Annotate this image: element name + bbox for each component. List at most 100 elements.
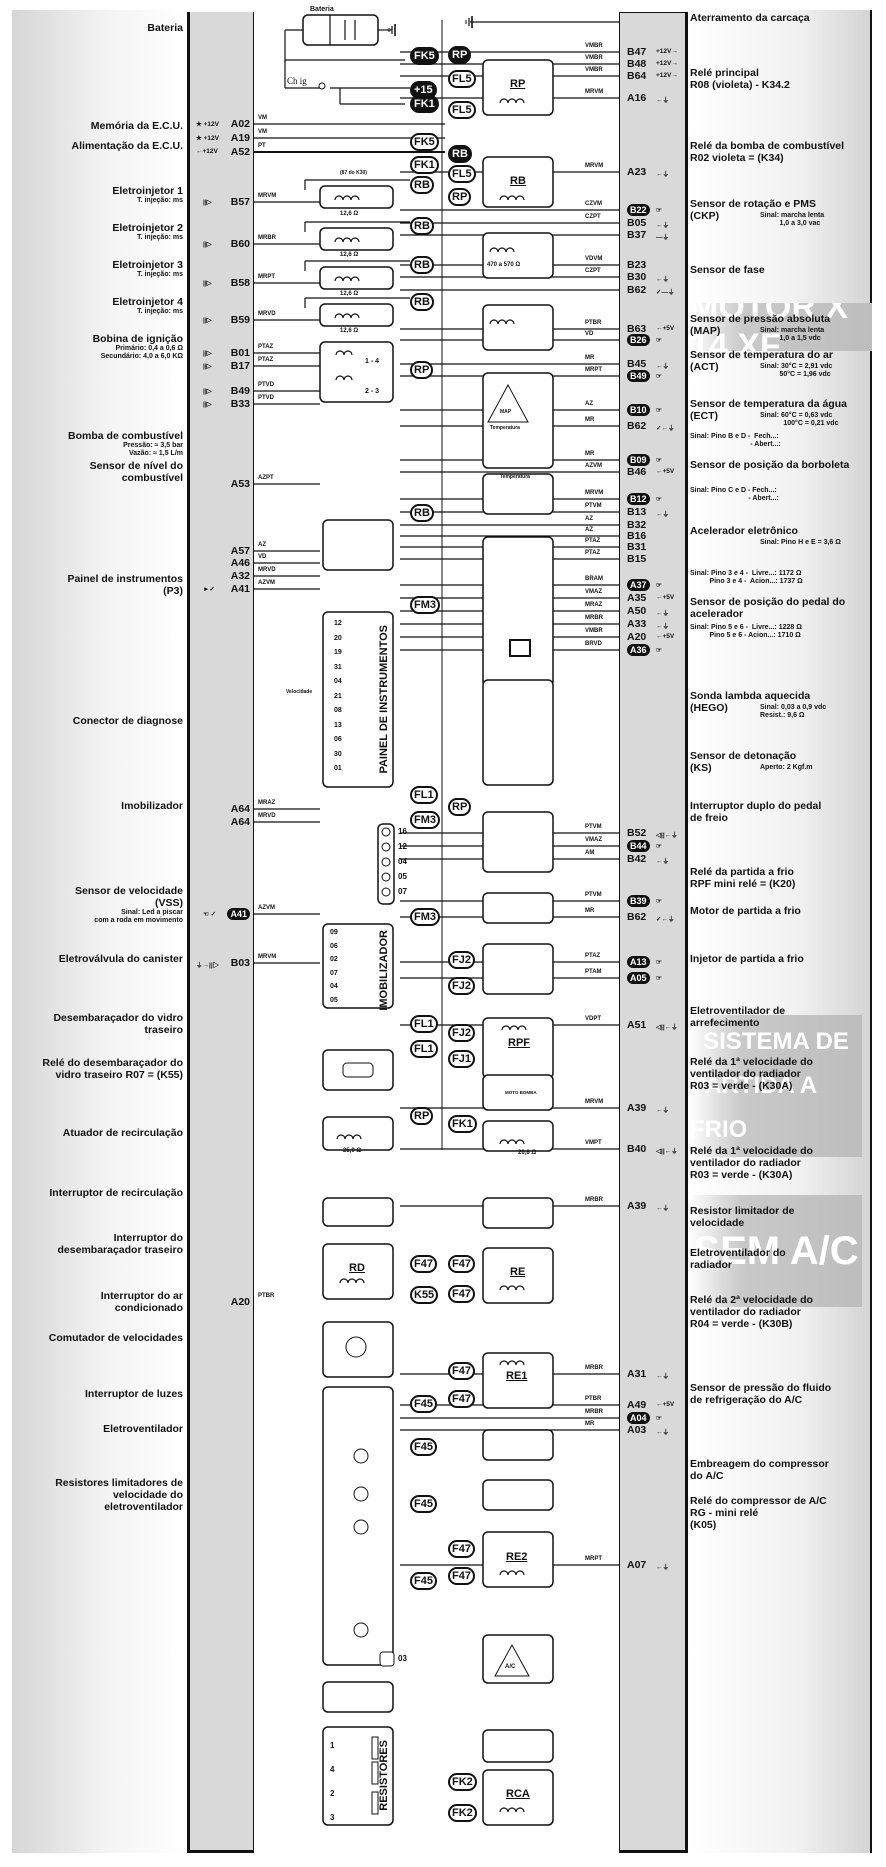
pin-id: B40 (627, 1143, 647, 1155)
fuse-rb[interactable]: RB (410, 217, 434, 235)
wire-color-tag: VD (585, 331, 593, 337)
fuse-fj1[interactable]: FJ1 (448, 1050, 475, 1068)
fuse-rb[interactable]: RB (448, 145, 472, 163)
fuse-fj2[interactable]: FJ2 (448, 1024, 475, 1042)
fuse-rp[interactable]: RP (410, 1107, 434, 1125)
injector-2-box (319, 227, 394, 251)
fuse-fm3[interactable]: FM3 (410, 596, 440, 614)
fuse-rb[interactable]: RB (410, 256, 434, 274)
wire-color: MRPT (258, 274, 275, 280)
panel-pin: 13 (334, 722, 342, 729)
immobilizer-pin: 09 (330, 929, 338, 936)
ecu-pin-right: A36 (627, 644, 650, 656)
pin-signal-symbol: ←+5V (656, 325, 674, 332)
fuse-fk1[interactable]: FK1 (448, 1115, 477, 1133)
pin-prefix-text: ⏚→||▷ (196, 962, 220, 969)
immobilizer-name: IMOBILIZADOR (378, 930, 390, 1011)
fuse-fm3[interactable]: FM3 (410, 811, 440, 829)
pin-prefix: ||▷ (203, 240, 212, 248)
left-label-title: Eletroinjetor 1 (112, 185, 183, 197)
fuse-fl1[interactable]: FL1 (410, 1040, 438, 1058)
fuse-fm3[interactable]: FM3 (410, 908, 440, 926)
pin-id: A32 (230, 570, 250, 582)
left-label-title: Eletroinjetor 4 (112, 296, 183, 308)
fuse-fj2[interactable]: FJ2 (448, 977, 475, 995)
resistors-name: RESISTORES (378, 1740, 390, 1811)
panel-pin-number: 19 (334, 649, 342, 656)
ecu-pin-right: B45 (627, 358, 646, 370)
pin-id: A37 (630, 580, 647, 590)
ecu-connector-left (187, 12, 254, 1853)
wire-color: PTVD (258, 382, 275, 388)
fuse-fl1[interactable]: FL1 (410, 786, 438, 804)
coil-output: 1 - 4 (365, 358, 379, 365)
fuse-rp[interactable]: RP (448, 188, 472, 206)
fuse-top-2[interactable]: FK1 (410, 95, 439, 113)
fuse-f45[interactable]: F45 (410, 1438, 437, 1456)
fuse-fl5[interactable]: FL5 (448, 70, 476, 88)
wire-color-tag: MRVM (585, 163, 603, 169)
fuse-f47[interactable]: F47 (448, 1567, 475, 1585)
right-label-title: Aterramento da carcaça (690, 12, 810, 24)
panel-pin-number: 01 (334, 765, 342, 772)
fuse-k55[interactable]: K55 (410, 1286, 439, 1304)
panel-pin: 20 (334, 635, 342, 642)
right-label-title2: radiador (690, 1259, 733, 1271)
resistor-pin-number: 2 (330, 1789, 335, 1798)
fuse-fk1[interactable]: FK1 (410, 156, 439, 174)
pin-id: B49 (230, 385, 250, 397)
fuse-rb[interactable]: RB (410, 293, 434, 311)
injector-3-box (319, 266, 394, 290)
fuse-fl5[interactable]: FL5 (448, 101, 476, 119)
right-label-title3: R03 = verde - (K30A) (690, 1169, 793, 1181)
fuse-fl5[interactable]: FL5 (448, 165, 476, 183)
wire-color-tag: PT (258, 143, 266, 149)
fuse-fj2[interactable]: FJ2 (448, 951, 475, 969)
fuse-rb[interactable]: RB (410, 504, 434, 522)
fuse-label: FM3 (414, 814, 436, 826)
fuse-fk5[interactable]: FK5 (410, 133, 439, 151)
fuse-top-0[interactable]: FK5 (410, 47, 439, 65)
right-label-title: Relé da partida a frio (690, 866, 794, 878)
right-label-title2: de refrigeração do A/C (690, 1394, 803, 1406)
pin-id: A19 (230, 132, 250, 144)
vss-box (322, 1049, 394, 1091)
fuse-fl1[interactable]: FL1 (410, 1015, 438, 1033)
left-label: Interruptor de luzes (85, 1388, 183, 1400)
pin-id: B15 (627, 553, 647, 565)
fuse-f47[interactable]: F47 (448, 1362, 475, 1380)
right-label: Injetor de partida a frio (690, 953, 804, 965)
fuse-f47[interactable]: F47 (448, 1540, 475, 1558)
ecu-pin-left: A32 (231, 570, 250, 582)
right-label-title: Sensor de temperatura da água (690, 398, 847, 410)
fuse-fk2[interactable]: FK2 (448, 1804, 477, 1822)
right-label-title2: (KS) (690, 762, 712, 774)
pin-prefix-text: ||▷ (203, 280, 212, 287)
fuse-fk2[interactable]: FK2 (448, 1773, 477, 1791)
fuse-f45[interactable]: F45 (410, 1395, 437, 1413)
coil-icon (499, 1570, 525, 1576)
pin-id: A57 (230, 545, 250, 557)
fuse-rp[interactable]: RP (410, 361, 434, 379)
right-label-title: Sonda lambda aquecida (690, 690, 811, 702)
fuse-f47[interactable]: F47 (448, 1390, 475, 1408)
fuse-rp[interactable]: RP (448, 798, 472, 816)
wire-color-tag: MRVM (258, 954, 276, 960)
right-label: Sensor de detonação(KS)Aperto: 2 Kgf.m (690, 750, 813, 774)
ecu-pin-left: A46 (231, 557, 250, 569)
fuse-rb[interactable]: RB (410, 176, 434, 194)
wire-color: MR (585, 1421, 595, 1427)
fuse-f47[interactable]: F47 (448, 1255, 475, 1273)
fuse-f45[interactable]: F45 (410, 1572, 437, 1590)
fuse-f47[interactable]: F47 (448, 1285, 475, 1303)
coil-icon (335, 375, 353, 381)
pin-suffix: ◁||←⏚ (656, 1148, 678, 1155)
right-label-note: Sinal: 60°C = 0,63 vdc 100°C = 0,21 vdc (760, 412, 839, 427)
wire-color-tag: AZVM (258, 905, 275, 911)
fuse-rp[interactable]: RP (448, 46, 472, 64)
fuse-f47[interactable]: F47 (410, 1255, 437, 1273)
fuse-f45[interactable]: F45 (410, 1495, 437, 1513)
